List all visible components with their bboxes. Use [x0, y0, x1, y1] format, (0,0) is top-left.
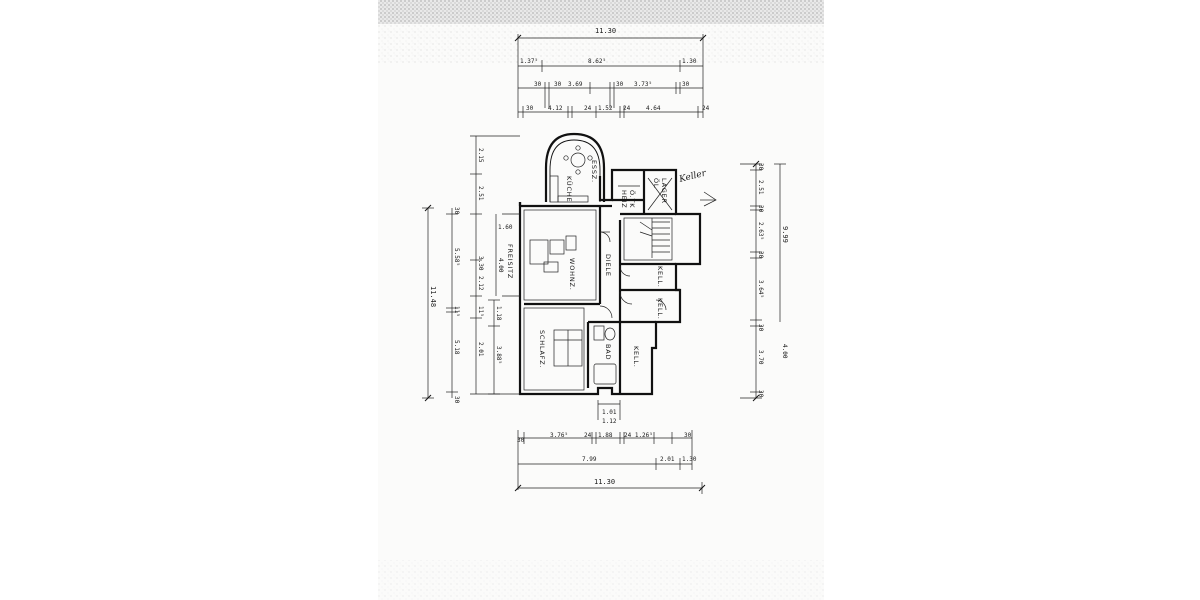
- dim-right-c1-g: 30: [757, 324, 764, 332]
- dim-top-r2-b: 30: [554, 81, 562, 88]
- dims-right-text: 30 2.51 30 2.63⁵ 30 3.64⁵ 30 3.70 30 9.9…: [757, 163, 789, 398]
- plan-details: [502, 145, 717, 391]
- label-wohnz: WOHNZ.: [568, 258, 576, 291]
- dim-right-c1-f: 3.64⁵: [757, 280, 764, 298]
- dim-bottom-r2-d: 1.88: [598, 432, 613, 439]
- dim-left-c1-b: 5.58⁵: [453, 248, 460, 266]
- dim-right-c1-e: 30: [757, 251, 764, 259]
- dim-top-r2-c: 3.69: [568, 81, 583, 88]
- dim-top-r3-f: 4.64: [646, 105, 661, 112]
- dim-left-c2-g: 1.18: [495, 306, 502, 321]
- dims-bottom-text: 1.01 1.12 30 3.76⁵ 24 1.88 24 1.26⁵ 30 7…: [517, 409, 697, 486]
- label-heiz-sub: Ö.TK: [628, 190, 637, 208]
- dim-top-r3-a: 30: [526, 105, 534, 112]
- dim-top-r3-c: 24: [584, 105, 592, 112]
- label-essz: ESSZ.: [590, 160, 598, 183]
- dim-right-c2-a: 4.00: [781, 344, 788, 359]
- dim-top-r3-d: 1.52: [598, 105, 613, 112]
- dim-bottom-r2-b: 3.76⁵: [550, 432, 568, 439]
- dim-left-c2-i: 2.01: [477, 342, 484, 357]
- dim-top-r1-c: 1.30: [682, 58, 697, 65]
- dims-top-lines: [517, 34, 704, 118]
- dim-top-overall: 11.30: [595, 27, 616, 35]
- dim-top-r1-b: 8.62⁵: [588, 58, 606, 65]
- dims-left-lines: [422, 135, 520, 399]
- label-kueche: KÜCHE: [565, 176, 574, 202]
- dim-left-c2-a: 2.15: [477, 148, 484, 163]
- dim-bottom-r1-a: 1.01: [602, 409, 617, 416]
- label-oel: ÖL: [652, 178, 661, 188]
- dim-bottom-r2-a: 30: [517, 437, 525, 444]
- dim-left-c2-e: 2.12: [477, 276, 484, 291]
- dim-left-c1-e: 30: [453, 396, 460, 404]
- walls: [518, 132, 702, 396]
- dim-bottom-r2-c: 24: [584, 432, 592, 439]
- label-freisitz: FREISITZ: [506, 244, 514, 279]
- label-handwritten: Keller: [677, 168, 707, 185]
- label-diele: DIELE: [604, 254, 612, 277]
- dim-left-c2-f: 4.00: [497, 258, 504, 273]
- dim-left-c1-d: 5.18: [453, 340, 460, 355]
- dim-bottom-r1-b: 1.12: [602, 418, 617, 425]
- label-bad: BAD: [604, 344, 612, 360]
- label-kell-2: KELL.: [656, 298, 664, 320]
- dim-left-c3-a: 3.88⁵: [495, 346, 502, 364]
- dim-right-c1-a: 30: [757, 163, 764, 171]
- dim-top-r1-a: 1.37⁵: [520, 58, 538, 65]
- dim-bottom-r2-f: 30: [684, 432, 692, 439]
- dim-left-c2-c: 1.60: [498, 224, 513, 231]
- dim-left-c2-d: 3.30: [477, 256, 484, 271]
- dim-bottom-r3-a: 7.99: [582, 456, 597, 463]
- dims-right-lines: [740, 163, 786, 399]
- dim-right-c1-i: 30: [757, 390, 764, 398]
- dim-right-c1-d: 2.63⁵: [757, 222, 764, 240]
- dim-top-r2-a: 30: [534, 81, 542, 88]
- dim-right-c1-h: 3.70: [757, 350, 764, 365]
- dim-left-overall: 11.48: [429, 286, 437, 307]
- dim-right-overall: 9.99: [781, 226, 789, 243]
- dim-bottom-r3-b: 2.01: [660, 456, 675, 463]
- dim-bottom-overall: 11.30: [594, 478, 615, 486]
- dim-left-c1-a: 30: [453, 207, 460, 215]
- dim-left-c2-b: 2.51: [477, 186, 484, 201]
- dim-top-r3-g: 24: [702, 105, 710, 112]
- dim-top-r3-e: 24: [623, 105, 631, 112]
- dim-top-r3-b: 4.12: [548, 105, 563, 112]
- dims-bottom-lines: [517, 400, 703, 494]
- label-heiz: HEIZ: [620, 190, 628, 209]
- dims-top-text: 11.30 1.37⁵ 8.62⁵ 1.30 30 30 3.69 30 3.7…: [520, 27, 710, 112]
- dim-right-c1-c: 30: [757, 205, 764, 213]
- dim-top-r2-d: 30: [616, 81, 624, 88]
- dim-bottom-r3-c: 1.30: [682, 456, 697, 463]
- dims-left-text: 11.48 30 5.58⁵ 11⁵ 5.18 30 2.15 2.51 1.6…: [429, 148, 513, 404]
- dim-bottom-r2-e: 24 1.26⁵: [624, 432, 653, 439]
- scan-noise: [378, 0, 824, 600]
- dim-left-c1-c: 11⁵: [453, 306, 460, 317]
- dim-top-r2-f: 30: [682, 81, 690, 88]
- dim-ticks: [424, 34, 760, 492]
- dim-right-c1-b: 2.51: [757, 180, 764, 195]
- dim-top-r2-e: 3.73⁵: [634, 81, 652, 88]
- dim-left-c2-h: 11⁵: [477, 306, 484, 317]
- label-oel-sub: LAGER: [660, 178, 668, 204]
- label-kell-3: KELL.: [632, 346, 640, 368]
- label-kell-1: KELL.: [656, 266, 664, 288]
- label-schlafz: SCHLAFZ.: [538, 330, 546, 368]
